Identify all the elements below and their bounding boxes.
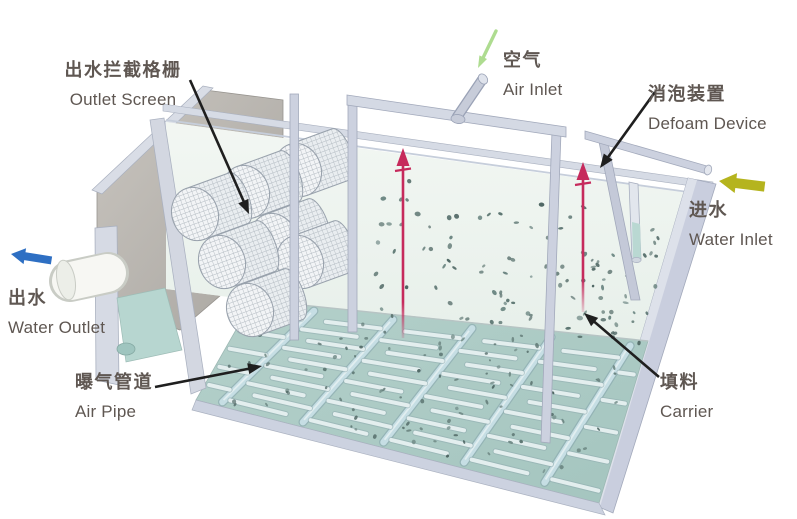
label-carrier: 填料 Carrier [660, 368, 713, 426]
defoam-pipe-2-head [576, 162, 590, 180]
chamber-drain-hole [116, 342, 136, 356]
label-air-pipe-en: Air Pipe [75, 402, 137, 421]
label-defoam-device-zh: 消泡装置 [648, 84, 726, 104]
carrier-particles-floor [227, 317, 618, 474]
label-defoam-device: 消泡装置 Defoam Device [648, 80, 767, 138]
support-frame [289, 73, 567, 444]
air-pipe-pointer [154, 367, 251, 389]
floor-back-edge [252, 299, 649, 342]
label-air-inlet: 空气 Air Inlet [503, 46, 562, 104]
air-arrow-head [478, 55, 487, 68]
water-inlet-arrow [719, 173, 766, 193]
outlet-screen-cylinder [170, 172, 253, 242]
label-water-inlet-zh: 进水 [689, 200, 728, 220]
aeration-pipe-grid [206, 306, 637, 494]
water-outlet-arrow [11, 248, 53, 265]
frame-post-mid [347, 98, 358, 333]
outlet-pipe [49, 252, 129, 302]
air-arrow-shaft [480, 29, 498, 62]
label-air-pipe-zh: 曝气管道 [75, 372, 153, 392]
air-inlet-pipe-cap [477, 73, 489, 85]
defoam-pointer-head [600, 153, 613, 168]
outlet-pipe-cap [55, 259, 77, 301]
waterline [165, 119, 711, 196]
divider-wall [149, 117, 207, 395]
label-water-inlet: 进水 Water Inlet [689, 196, 773, 254]
defoam-pipe-1-bar [394, 167, 412, 173]
label-water-inlet-en: Water Inlet [689, 230, 773, 249]
label-air-inlet-zh: 空气 [503, 50, 542, 70]
inlet-drop-pipe-water [632, 222, 641, 258]
air-pipe-pointer-head [247, 363, 262, 375]
label-water-outlet: 出水 Water Outlet [8, 284, 105, 342]
label-outlet-screen-en: Outlet Screen [69, 90, 177, 109]
label-outlet-screen: 出水拦截格栅 Outlet Screen [56, 56, 190, 114]
air-pipe-joint [450, 114, 466, 124]
outlet-screen-cylinders [170, 128, 358, 338]
defoam-pipe-1-head [396, 148, 410, 166]
outlet-pipe-body [52, 254, 126, 300]
label-defoam-device-en: Defoam Device [648, 114, 767, 133]
carrier-particles-water [373, 179, 660, 346]
defoam-spray-pipes [394, 148, 592, 338]
water-outlet-arrow-shape [11, 248, 53, 265]
label-outlet-screen-zh: 出水拦截格栅 [64, 60, 182, 80]
label-air-pipe: 曝气管道 Air Pipe [75, 368, 153, 426]
chamber-water [116, 287, 183, 363]
label-water-outlet-zh: 出水 [8, 288, 47, 308]
outlet-screen-pointer [188, 79, 246, 203]
inlet-pipe-cap [703, 164, 713, 176]
carrier-pointer [592, 319, 660, 378]
label-carrier-zh: 填料 [660, 372, 699, 392]
defoam-pointer [604, 91, 657, 161]
air-inlet-pipe [453, 76, 486, 121]
water-inlet-assembly [584, 130, 713, 301]
outlet-screen-cylinder [197, 220, 280, 290]
label-air-inlet-en: Air Inlet [503, 80, 563, 99]
carrier-pointer-head [584, 313, 599, 327]
water-inlet-arrow-shape [719, 173, 766, 193]
tank-floor-front-edge [191, 399, 606, 516]
outlet-screen-pointer-head [238, 198, 249, 214]
air-inlet-arrow [478, 29, 498, 68]
annotation-arrows [154, 79, 660, 389]
label-water-outlet-en: Water Outlet [8, 318, 106, 337]
defoam-pipe-2-bar [574, 181, 592, 187]
inlet-drop-pipe-end [631, 257, 642, 263]
label-carrier-en: Carrier [660, 402, 714, 421]
frame-post-left [289, 93, 299, 341]
